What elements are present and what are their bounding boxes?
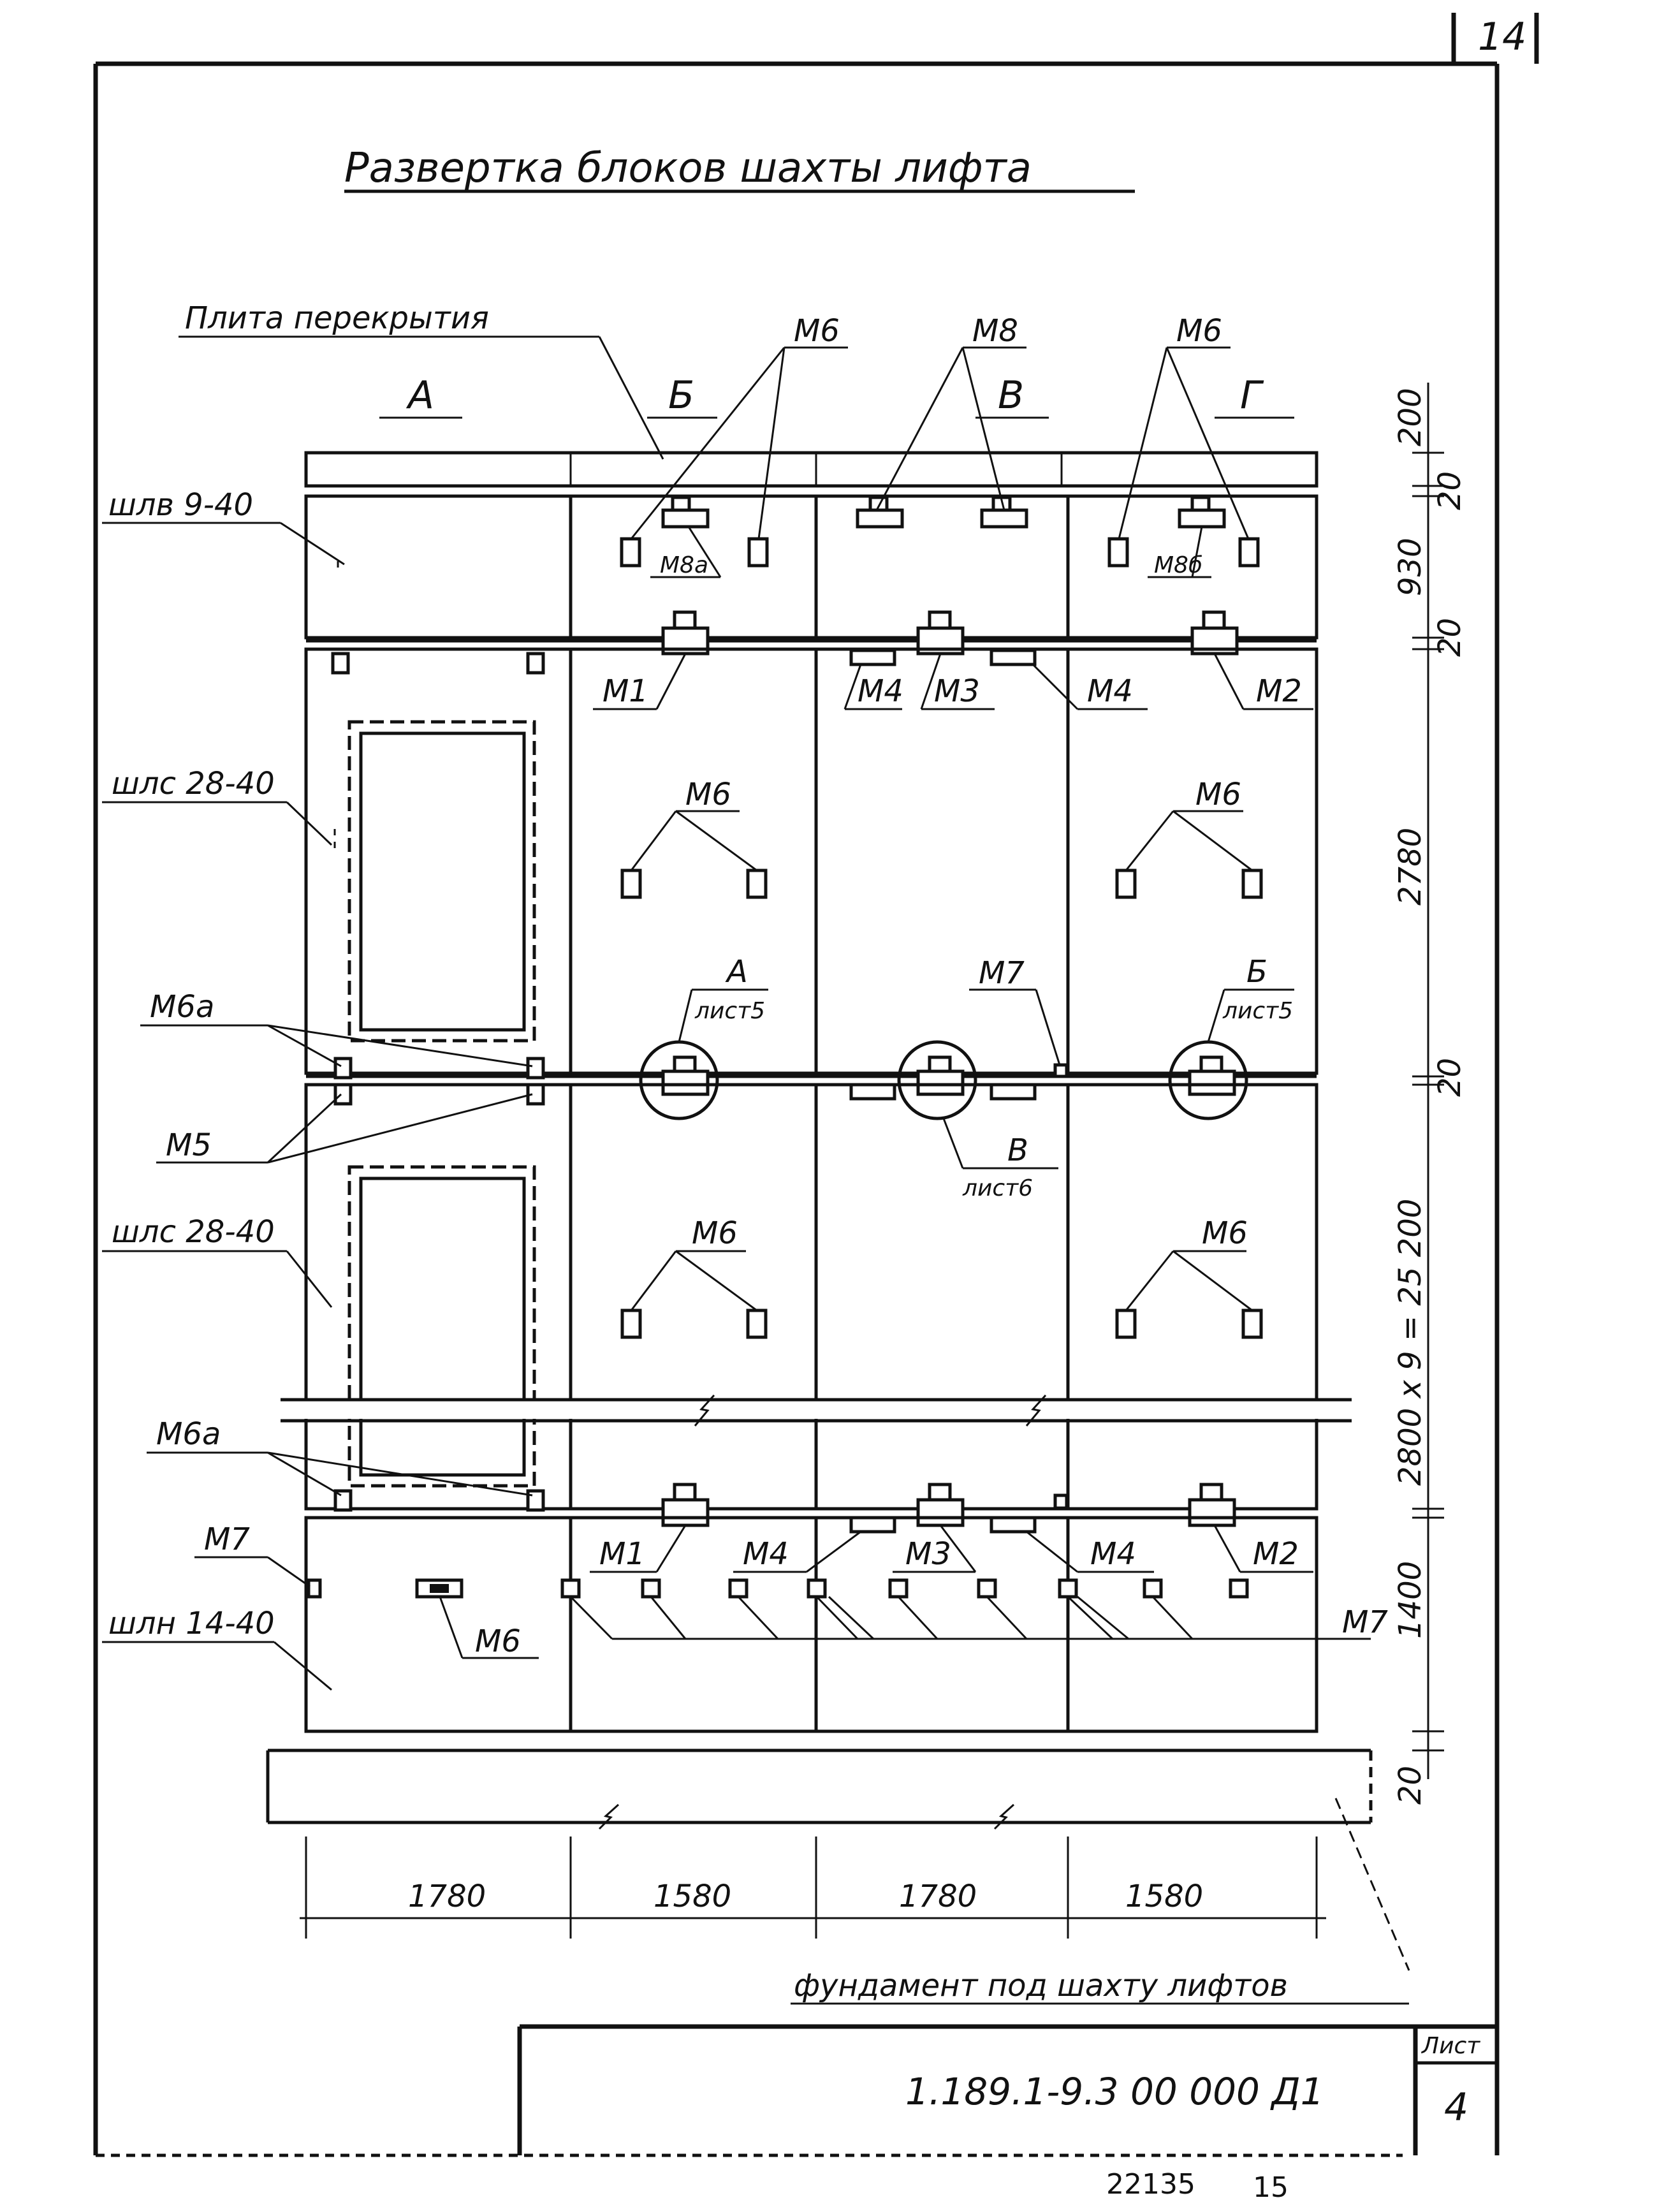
mark-m7-mid: М7 — [979, 955, 1025, 991]
axis-letters: А Б В Г — [379, 373, 1294, 419]
mark-m7-bottom-right: М7 — [1342, 1604, 1388, 1640]
callout-v-sheet: лист6 — [962, 1175, 1033, 1201]
mark-m6a-lower: М6а — [156, 1416, 221, 1452]
label-block-wall-2: шлс 28-40 — [112, 1214, 275, 1250]
doc-code: 1.189.1-9.3 00 000 Д1 — [905, 2070, 1324, 2113]
dim-1400: 1400 — [1392, 1561, 1428, 1639]
callout-circle-v — [897, 1040, 977, 1120]
mark-m4-upper-left: М4 — [858, 673, 903, 709]
dim-20-d: 20 — [1392, 1766, 1428, 1805]
mark-m4-lower-left: М4 — [743, 1536, 789, 1572]
sheet-number: 4 — [1444, 2085, 1468, 2130]
block-top — [304, 494, 1318, 640]
callout-v-letter: В — [1007, 1133, 1028, 1168]
mark-m4-lower-right: М4 — [1090, 1536, 1136, 1572]
joint-bottom — [306, 1483, 1317, 1534]
label-block-top: шлв 9-40 — [108, 487, 253, 523]
dim-h-1780-a: 1780 — [408, 1879, 486, 1914]
mark-m3-lower: М3 — [905, 1536, 951, 1572]
mark-m6-wall1-g: М6 — [1195, 777, 1241, 812]
footer-doc-number: 22135 — [1106, 2168, 1195, 2201]
foundation — [266, 1749, 1410, 1971]
mark-m2-upper: М2 — [1256, 673, 1302, 709]
dim-repeat: 2800 x 9 = 25 200 — [1392, 1199, 1428, 1486]
mark-m6-wall2-b: М6 — [692, 1215, 738, 1251]
foundation-label: фундамент под шахту лифтов — [794, 1968, 1288, 2004]
mark-m6a-upper: М6а — [150, 989, 214, 1025]
sheet-label: Лист — [1421, 2033, 1480, 2059]
drawing-title: Развертка блоков шахты лифта — [344, 145, 1032, 192]
axis-a: А — [405, 373, 434, 418]
dim-h-1780-b: 1780 — [899, 1879, 977, 1914]
block-bottom — [304, 1516, 1371, 1733]
floor-slab — [304, 451, 1318, 488]
dim-h-1580-b: 1580 — [1125, 1879, 1203, 1914]
axis-b: Б — [668, 373, 694, 418]
mark-m7-bottom-left: М7 — [204, 1521, 250, 1557]
dim-930: 930 — [1392, 538, 1428, 596]
title-block — [517, 2024, 1497, 2155]
dim-20-a: 20 — [1432, 471, 1468, 510]
dim-20-c: 20 — [1432, 1058, 1468, 1097]
mark-m3-upper: М3 — [934, 673, 980, 709]
joint-middle — [306, 1040, 1317, 1120]
mark-m6-wall1-b: М6 — [685, 777, 731, 812]
axis-g: Г — [1240, 373, 1264, 418]
callout-a-letter: А — [725, 954, 748, 990]
mark-m8a: М8а — [660, 552, 708, 578]
slab-label: Плита перекрытия — [185, 300, 489, 336]
callout-b-sheet: лист5 — [1222, 998, 1293, 1024]
label-block-bottom: шлн 14-40 — [108, 1606, 275, 1641]
sheet-corner-number: 14 — [1478, 15, 1526, 59]
mark-m5: М5 — [166, 1127, 212, 1163]
dim-2780: 2780 — [1392, 828, 1428, 906]
joint-top — [306, 610, 1317, 656]
block-wall-1 — [304, 647, 1318, 1075]
dim-h-1580-a: 1580 — [654, 1879, 731, 1914]
vertical-dimensions — [1412, 383, 1444, 1779]
mark-m6-top-g: М6 — [1176, 313, 1222, 349]
mark-m4-upper-right: М4 — [1087, 673, 1133, 709]
mark-m8-top: М8 — [972, 313, 1018, 349]
label-block-wall-1: шлс 28-40 — [112, 766, 275, 802]
callout-b-letter: Б — [1246, 954, 1267, 990]
mark-m6-top-b: М6 — [794, 313, 840, 349]
dim-20-b: 20 — [1432, 618, 1468, 657]
block-wall-2 — [281, 1083, 1352, 1511]
mark-m1-lower: М1 — [599, 1536, 645, 1572]
horizontal-dimensions — [300, 1837, 1326, 1939]
mark-m2-lower: М2 — [1253, 1536, 1299, 1572]
mark-m1-upper: М1 — [603, 673, 648, 709]
dim-200: 200 — [1392, 388, 1428, 446]
mark-m6-bottom: М6 — [475, 1624, 521, 1659]
mark-m6-wall2-g: М6 — [1202, 1215, 1248, 1251]
footer-page: 15 — [1253, 2171, 1289, 2204]
callout-a-sheet: лист5 — [694, 998, 765, 1024]
axis-v: В — [998, 373, 1024, 418]
sheet-frame — [93, 13, 1539, 2157]
